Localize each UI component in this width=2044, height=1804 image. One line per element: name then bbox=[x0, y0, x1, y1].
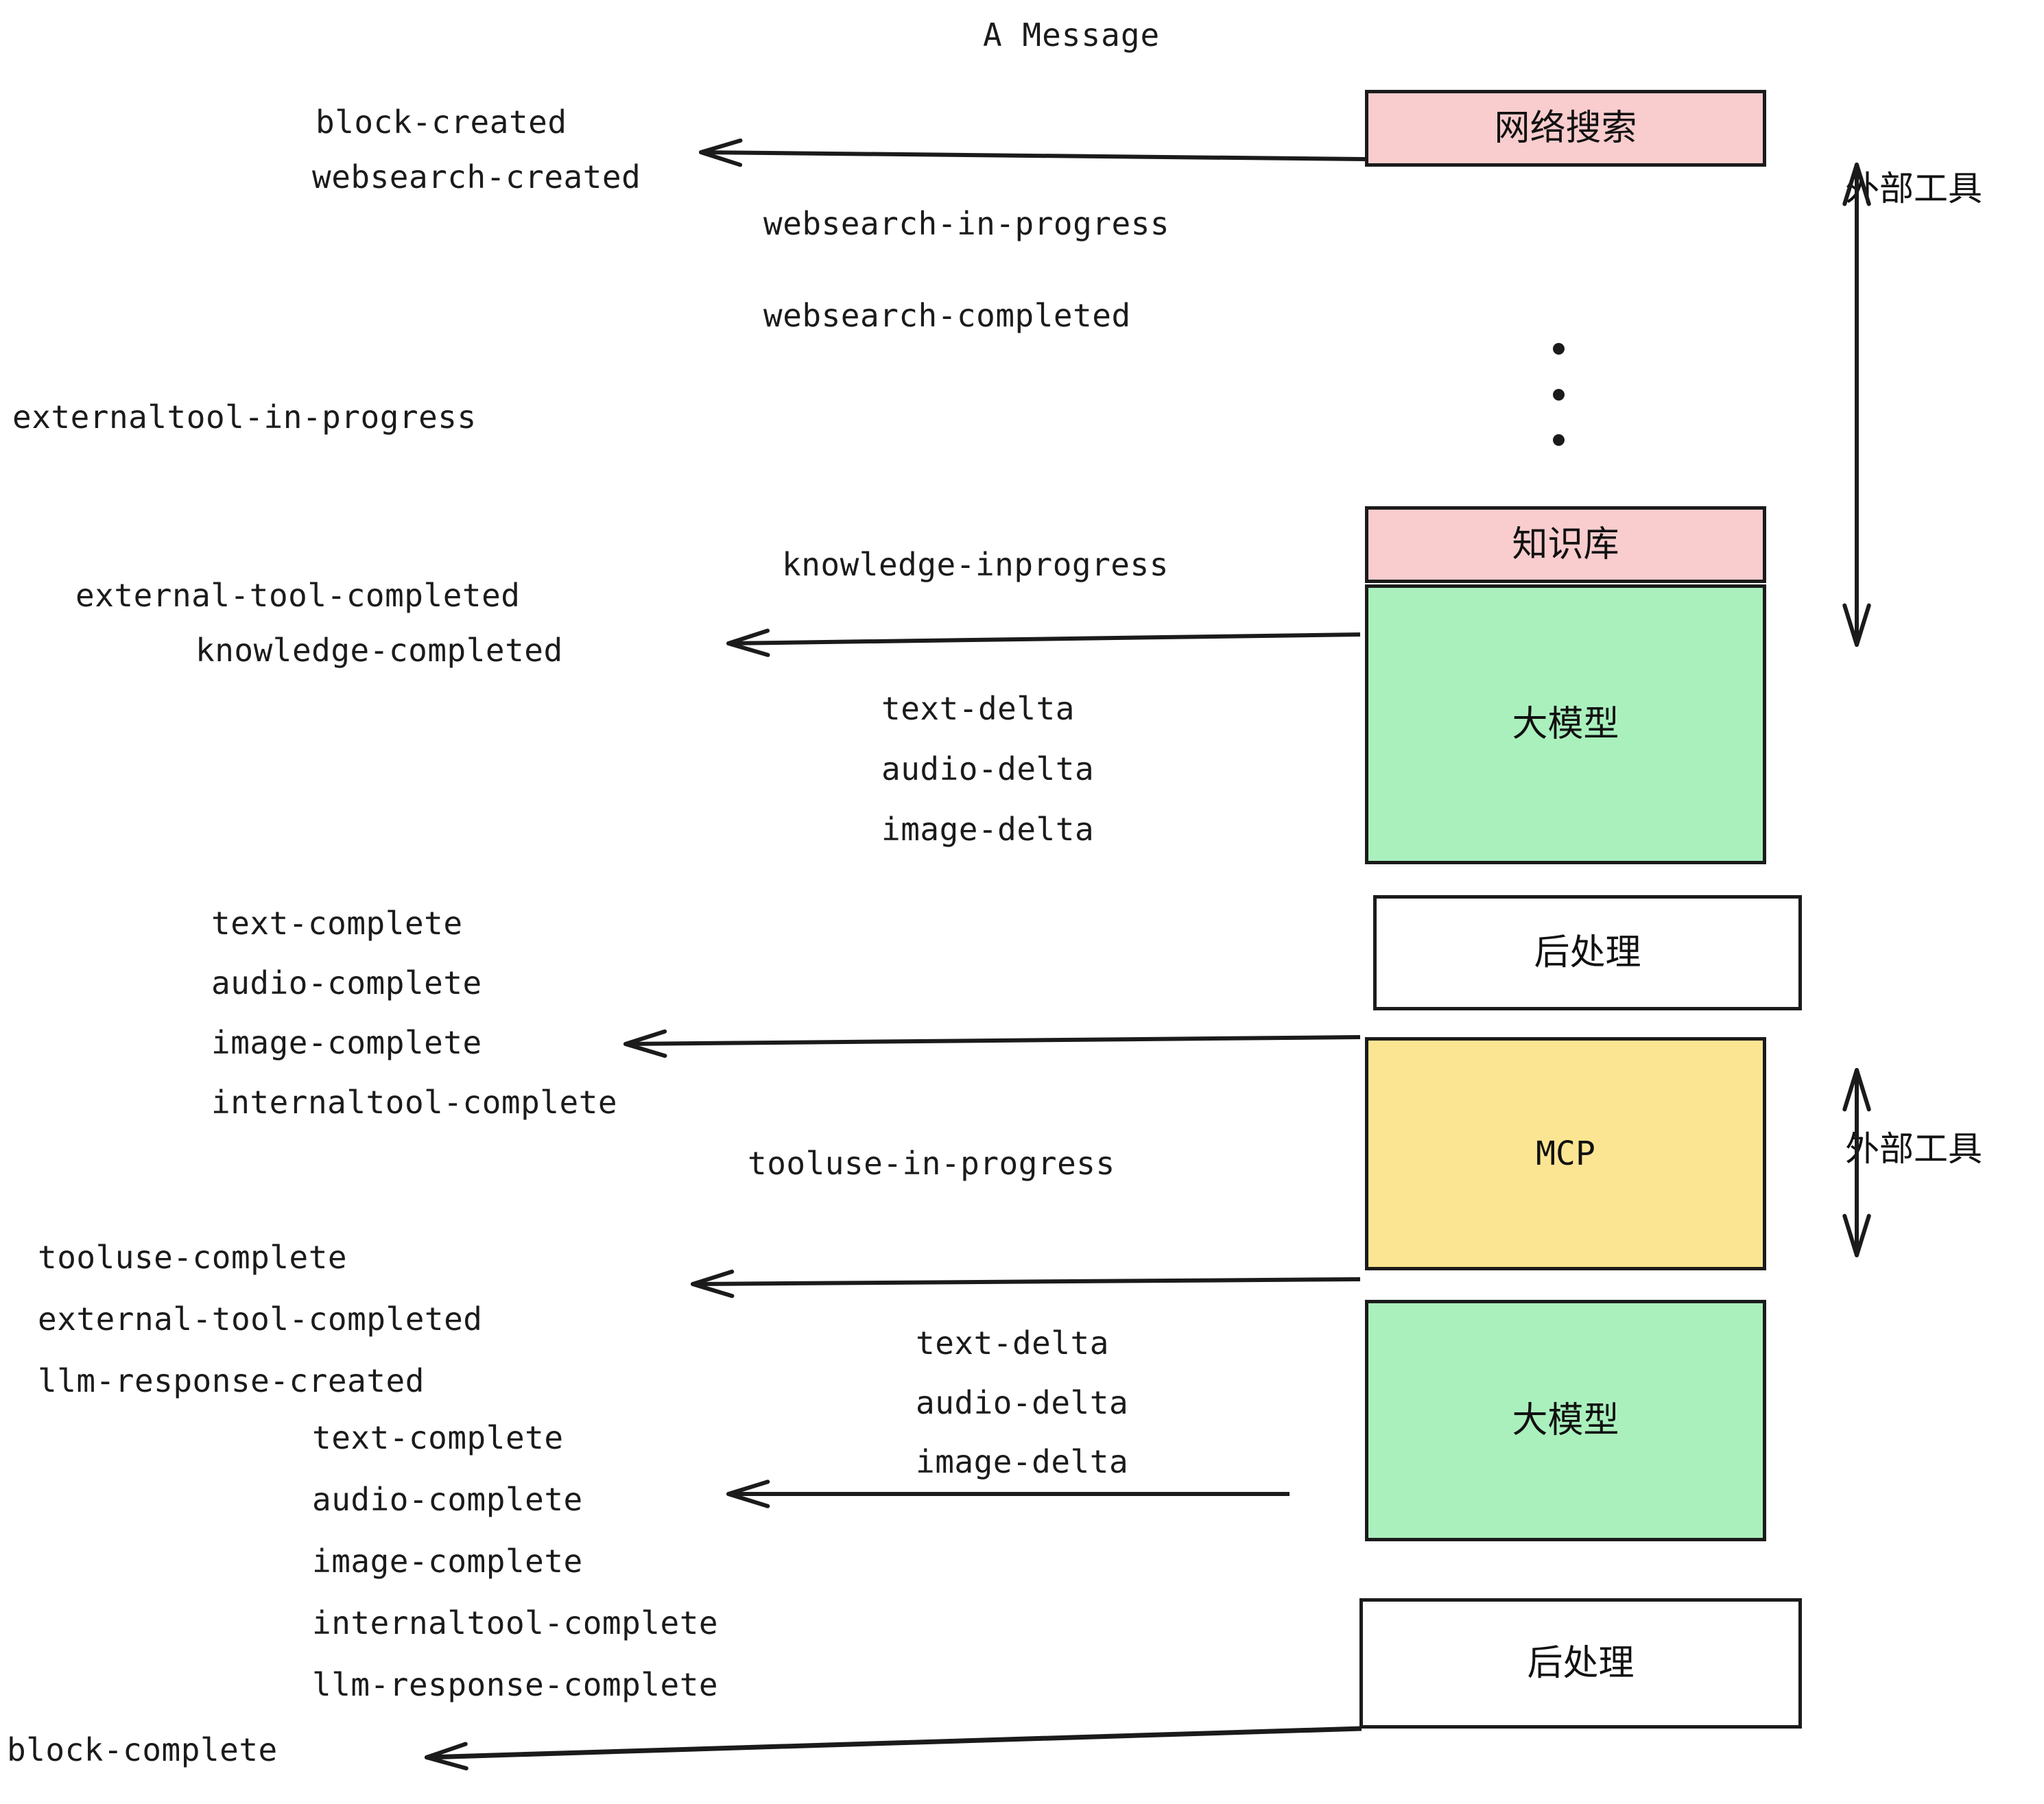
ellipsis-dot-icon bbox=[1552, 434, 1565, 446]
external-tool-label: 外部工具 bbox=[1845, 169, 1982, 209]
arrow-image-complete bbox=[623, 1029, 1361, 1058]
event-label: external-tool-completed bbox=[38, 1301, 483, 1338]
event-label: tooluse-complete bbox=[38, 1239, 348, 1276]
arrow-block-created-head-icon bbox=[699, 138, 743, 167]
event-label: image-delta bbox=[916, 1443, 1129, 1480]
arrow-tooluse-complete bbox=[691, 1269, 1361, 1298]
event-label: text-complete bbox=[312, 1419, 564, 1456]
node-box[interactable]: MCP bbox=[1365, 1037, 1766, 1270]
event-label: text-complete bbox=[211, 905, 463, 942]
diagram-title: A Message bbox=[983, 16, 1161, 54]
arrow-block-complete-head-icon bbox=[425, 1742, 468, 1770]
event-label: image-complete bbox=[211, 1024, 482, 1061]
arrow-audio-complete bbox=[726, 1480, 1290, 1508]
event-label: websearch-in-progress bbox=[763, 205, 1170, 242]
event-label: knowledge-inprogress bbox=[782, 546, 1169, 583]
ellipsis-dot-icon bbox=[1552, 343, 1565, 355]
arrow-image-complete-head-icon bbox=[623, 1029, 667, 1058]
event-label: block-created bbox=[316, 104, 567, 141]
node-box[interactable]: 后处理 bbox=[1359, 1598, 1802, 1729]
event-label: websearch-completed bbox=[763, 297, 1131, 334]
external-tool-range-top-down-head-icon bbox=[1842, 603, 1871, 647]
event-label: audio-complete bbox=[211, 964, 482, 1001]
event-label: block-complete bbox=[7, 1731, 278, 1768]
event-label: llm-response-created bbox=[38, 1362, 425, 1399]
arrow-knowledge-completed-head-icon bbox=[726, 628, 770, 657]
arrow-block-complete bbox=[425, 1726, 1362, 1770]
event-label: tooluse-in-progress bbox=[748, 1145, 1115, 1182]
node-box[interactable]: 大模型 bbox=[1365, 584, 1766, 864]
event-label: image-delta bbox=[881, 811, 1095, 848]
event-label: knowledge-completed bbox=[195, 632, 563, 669]
arrow-tooluse-complete-head-icon bbox=[691, 1269, 735, 1298]
event-label: text-delta bbox=[916, 1325, 1109, 1362]
vertical-ellipsis-icon bbox=[1552, 343, 1565, 446]
node-box[interactable]: 后处理 bbox=[1373, 895, 1802, 1010]
event-label: audio-complete bbox=[312, 1481, 583, 1518]
event-label: external-tool-completed bbox=[75, 577, 521, 614]
external-tool-range-top bbox=[1842, 163, 1871, 647]
node-box[interactable]: 网络搜索 bbox=[1365, 90, 1766, 167]
event-label: image-complete bbox=[312, 1543, 583, 1580]
node-box[interactable]: 知识库 bbox=[1365, 506, 1766, 583]
external-tool-range-bottom-down-head-icon bbox=[1842, 1213, 1871, 1257]
external-tool-range-bottom-up-head-icon bbox=[1842, 1068, 1871, 1112]
event-label: audio-delta bbox=[916, 1384, 1129, 1421]
arrow-block-created bbox=[699, 138, 1366, 167]
arrow-audio-complete-head-icon bbox=[726, 1480, 770, 1508]
event-label: text-delta bbox=[881, 690, 1075, 727]
event-label: internaltool-complete bbox=[211, 1084, 618, 1121]
arrow-knowledge-completed bbox=[726, 628, 1361, 657]
event-label: llm-response-complete bbox=[312, 1666, 719, 1703]
event-label: internaltool-complete bbox=[312, 1604, 719, 1641]
node-box[interactable]: 大模型 bbox=[1365, 1300, 1766, 1541]
event-label: audio-delta bbox=[881, 750, 1095, 787]
ellipsis-dot-icon bbox=[1552, 388, 1565, 401]
event-label: externaltool-in-progress bbox=[12, 399, 477, 436]
event-label: websearch-created bbox=[312, 158, 641, 195]
external-tool-label: 外部工具 bbox=[1845, 1129, 1982, 1169]
